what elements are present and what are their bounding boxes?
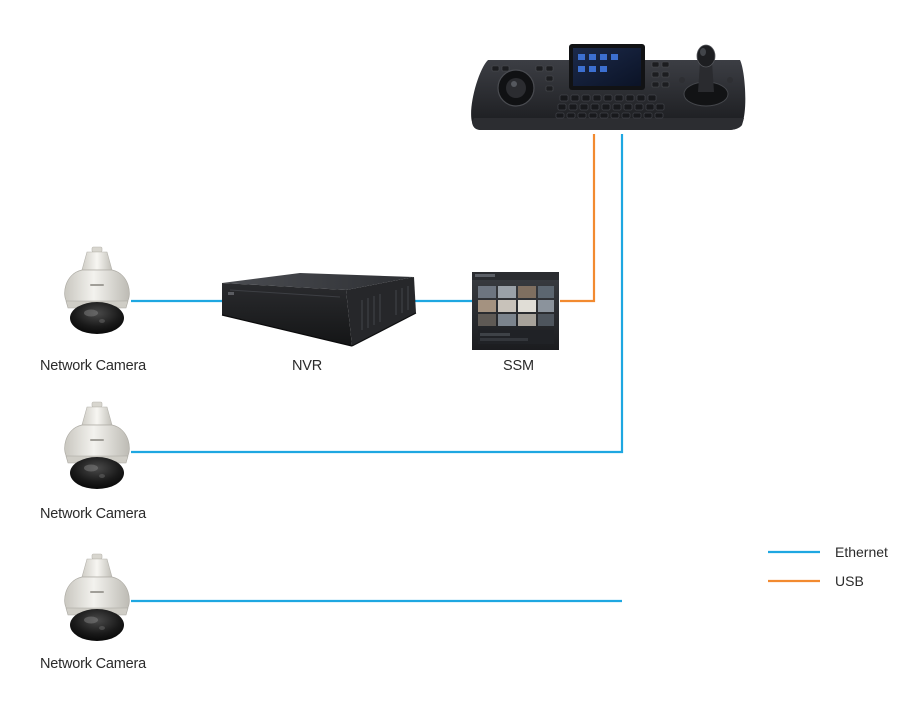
legend — [768, 550, 820, 583]
network-camera-2-icon — [64, 401, 130, 489]
link-camera2-keyboard — [131, 134, 624, 454]
keyboard-controller-icon — [471, 44, 746, 130]
network-camera-3-icon — [64, 553, 130, 641]
nvr-label: NVR — [292, 358, 323, 374]
camera-1-label: Network Camera — [40, 358, 146, 374]
camera-2-label: Network Camera — [40, 506, 146, 522]
cameras — [64, 246, 130, 641]
connection-links — [131, 134, 624, 603]
ssm-label: SSM — [503, 358, 534, 374]
nvr-icon — [221, 273, 417, 347]
ssm-icon — [472, 272, 559, 350]
legend-usb-label: USB — [835, 573, 864, 589]
legend-ethernet-label: Ethernet — [835, 544, 888, 560]
camera-3-label: Network Camera — [40, 656, 146, 672]
network-camera-1-icon — [64, 246, 130, 334]
link-ssm-keyboard-usb — [560, 134, 596, 303]
